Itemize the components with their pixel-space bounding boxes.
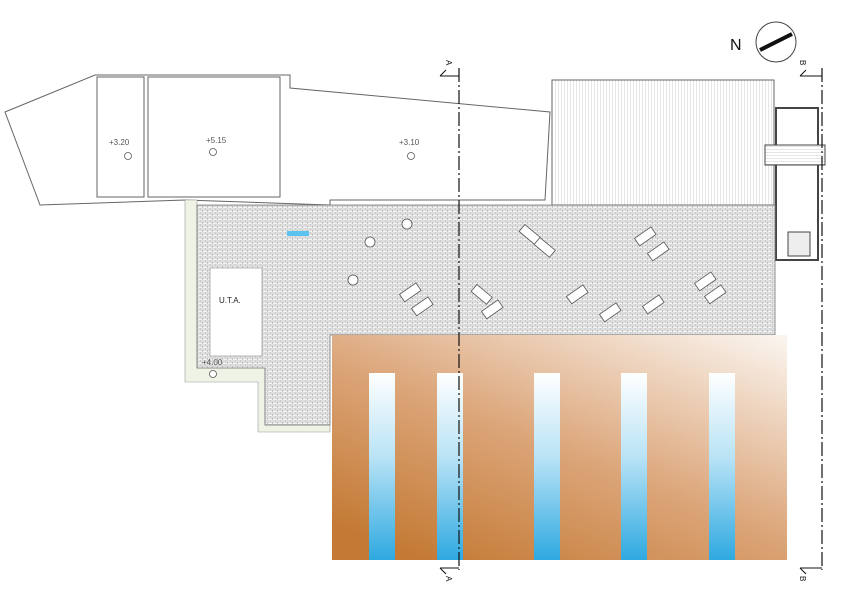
pool-3: [534, 373, 560, 560]
uta-room: [209, 267, 263, 357]
sun-loungers: [347, 218, 727, 323]
north-arrow-icon: [755, 21, 797, 63]
pool-5: [709, 373, 735, 560]
stair-block: [764, 107, 826, 261]
pool-4: [621, 373, 647, 560]
section-a-top-label: A: [444, 60, 453, 66]
section-b-top-label: B: [798, 60, 807, 65]
roof-hatched: [551, 79, 775, 206]
level-marker-icons: [124, 148, 415, 378]
building-upper: [4, 74, 551, 206]
uta-label: U.T.A.: [219, 296, 241, 305]
section-b-arrow-top: [799, 69, 822, 77]
section-b-arrow-bottom: [799, 567, 822, 575]
north-label: N: [730, 37, 742, 54]
level-room-left: +3.20: [109, 138, 130, 147]
section-a-arrow-bottom: [439, 567, 459, 575]
level-terrace-lower: +4.00: [202, 358, 223, 367]
section-a-arrow-top: [439, 69, 459, 77]
level-room-right: +3.10: [399, 138, 420, 147]
pool-1: [369, 373, 395, 560]
section-b-bottom-label: B: [798, 576, 807, 581]
section-a-bottom-label: A: [444, 576, 453, 582]
pool-small: [287, 231, 309, 236]
level-room-center: +5.15: [206, 136, 227, 145]
